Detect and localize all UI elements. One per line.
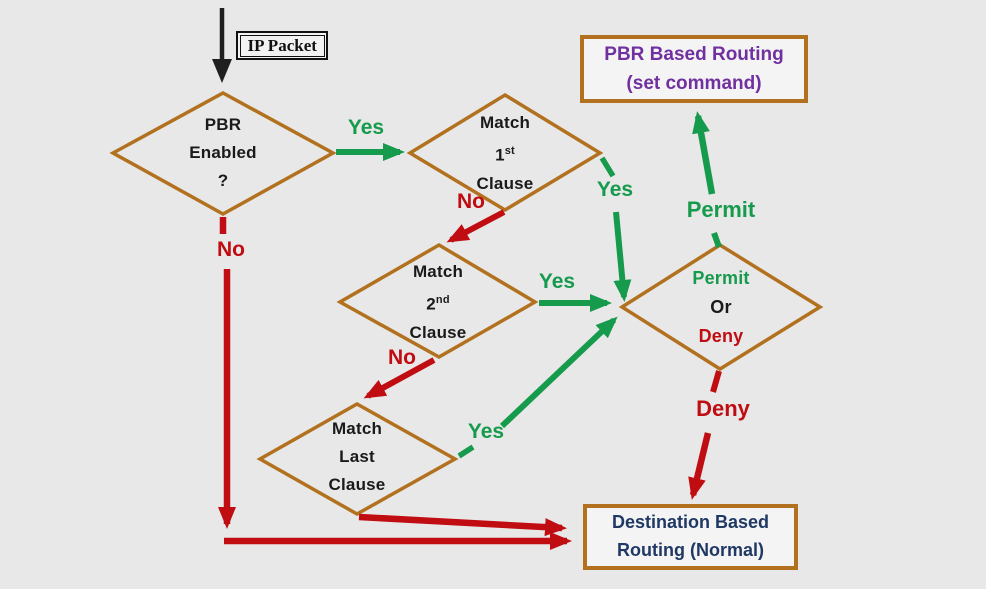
pbr-based-routing-box: PBR Based Routing (set command) xyxy=(580,35,808,103)
edge-match2-no-arrow xyxy=(363,357,436,399)
ip-packet-label-text: IP Packet xyxy=(239,34,325,57)
pbr-enabled-diamond xyxy=(109,91,337,217)
edge-matchlast-no-arrow xyxy=(358,513,567,537)
edge-match1-no-arrow xyxy=(446,209,506,243)
edge-permit-arrow xyxy=(692,111,716,195)
match-first-diamond xyxy=(406,92,604,213)
edge-label-matchlast-yes: Yes xyxy=(467,420,505,443)
match-last-diamond xyxy=(256,401,459,517)
edge-label-match1-no: No xyxy=(457,190,485,213)
match-second-diamond xyxy=(336,242,539,360)
edge-label-match1-yes: Yes xyxy=(596,178,634,201)
edge-label-deny: Deny xyxy=(696,396,750,421)
ip-packet-label: IP Packet xyxy=(236,31,329,60)
edge-label-match2-yes: Yes xyxy=(538,270,576,293)
edge-matchlast-yes-stub xyxy=(457,444,475,459)
edge-label-match2-no: No xyxy=(388,346,416,369)
edge-match1-yes-arrow xyxy=(613,211,632,302)
edge-label-pbr-yes: Yes xyxy=(347,116,385,139)
pbr-enabled-label: PBR Enabled ? xyxy=(189,115,257,190)
permit-or-deny-diamond xyxy=(618,242,824,372)
match-first-label: Match 1st Clause xyxy=(476,113,534,193)
edge-label-pbr-no: No xyxy=(217,238,245,261)
permit-or-deny-label: Permit Or Deny xyxy=(692,268,750,346)
edge-permit-stub xyxy=(711,231,722,249)
edge-match1-yes-stub xyxy=(599,156,616,178)
match-last-label: Match Last Clause xyxy=(328,419,386,494)
edge-deny-stub xyxy=(710,370,722,393)
edge-label-permit: Permit xyxy=(686,197,756,222)
edge-deny-arrow xyxy=(688,432,712,500)
edge-matchlast-yes-arrow xyxy=(499,316,618,429)
destination-based-routing-box: Destination Based Routing (Normal) xyxy=(583,504,798,570)
match-second-label: Match 2nd Clause xyxy=(409,262,467,342)
